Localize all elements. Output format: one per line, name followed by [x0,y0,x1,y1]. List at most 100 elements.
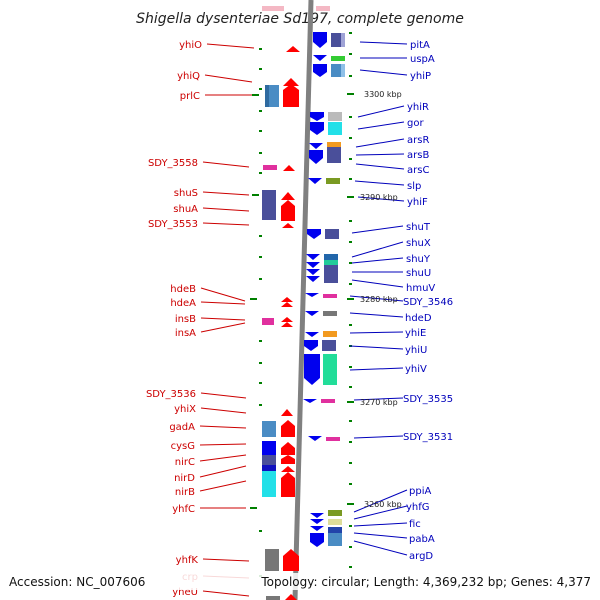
gene-label-yhiF: yhiF [407,197,428,208]
gene-yhiR-arrow [310,112,324,121]
gene-yhfK-arrow [283,549,299,571]
gene-label-arsB: arsB [407,150,429,161]
gene-label-yhfK: yhfK [176,555,199,566]
gene-label-yhiX: yhiX [174,404,196,415]
gene-SDY_3553-arrow [282,223,294,228]
gene-yhiV-block [323,354,337,385]
gene-label-nirD: nirD [174,473,195,484]
gene-yhiQ-arrow [283,78,299,86]
gene-hdeD-block [323,311,337,316]
gene-cysG-block [262,441,276,455]
scale-label-3260: 3260 kbp [364,500,402,509]
gene-label-hdeB: hdeB [170,284,196,295]
gene-arsR-arrow [309,143,323,149]
gene-label-prlC: prlC [180,91,200,102]
gene-shuU-block [324,265,338,283]
gene-yheU-block [266,596,280,600]
gene-SDY_3546-arrow [305,293,319,297]
gene-label-pitA: pitA [410,40,430,51]
gene-label-shuX: shuX [406,238,431,249]
gene-label-yhfC: yhfC [172,504,195,515]
gene-arsR-block [327,142,341,147]
gene-yhiU-block [322,340,336,351]
left-tick-marks [250,48,262,577]
gene-label-arsR: arsR [407,135,429,146]
gene-uspA-arrow [313,55,327,61]
gene-label-nirB: nirB [175,487,195,498]
genome-backbone [292,0,314,600]
gene-shuU-arrow [306,269,320,275]
gene-yhiP-arrow [313,64,327,77]
gene-nirD-arrow [281,466,295,472]
gene-label-arsC: arsC [407,165,429,176]
gene-label-SDY_3536: SDY_3536 [146,389,196,400]
gene-label-pabA: pabA [409,534,435,545]
gene-shuT-block [325,229,339,239]
scale-label-3280: 3280 kbp [360,295,398,304]
gene-yhfG-block [328,519,342,525]
gene-prlC-arrow [283,84,299,107]
gene-label-SDY_3531: SDY_3531 [403,432,453,443]
gene-label-yhiQ: yhiQ [177,71,200,82]
top-mark [316,6,330,11]
gene-gadA-block [262,421,276,437]
gene-hdeB-arrow [281,297,293,302]
map-title: Shigella dysenteriae Sd197, complete gen… [136,11,464,27]
gene-yhiE-block [323,331,337,337]
gene-SDY_3531-arrow [308,436,322,441]
gene-nirC-arrow [281,455,295,464]
gene-SDY_3535-arrow [303,399,317,403]
left-leader-lines [199,43,255,597]
gene-shuA-arrow [281,200,295,221]
gene-SDY_3558-block [263,165,277,170]
gene-label-SDY_3553: SDY_3553 [148,219,198,230]
gene-label-fic: fic [409,519,421,530]
gene-gadA-arrow [281,420,295,437]
gene-label-yhiO: yhiO [179,40,202,51]
gene-label-SDY_3558: SDY_3558 [148,158,198,169]
gene-label-gor: gor [407,118,424,129]
gene-yhiE-arrow [305,332,319,337]
gene-pabA-block [328,533,342,546]
gene-slp-block [326,178,340,184]
gene-label-ppiA: ppiA [409,486,431,497]
gene-label-yhiU: yhiU [405,345,427,356]
gene-shuX-block [324,254,338,260]
gene-label-hdeA: hdeA [170,298,196,309]
right-tick-marks [347,32,354,568]
gene-label-uspA: uspA [410,54,435,65]
gene-insB-arrow [281,317,293,322]
gene-yhfK-block [265,549,279,571]
gene-nirC-block [262,455,276,465]
gene-nirD-block [262,465,276,471]
gene-label-cysG: cysG [171,441,195,452]
gene-yhfG-arrow [310,519,324,524]
gene-prlC-block [265,85,269,107]
gene-pabA-arrow [310,533,324,547]
gene-fic-arrow [310,526,324,531]
gene-ppiA-block [328,510,342,516]
gene-SDY_3531-block [326,437,340,441]
gene-label-SDY_3535: SDY_3535 [403,394,453,405]
gene-yheU-arrow [285,594,297,600]
gene-shuS-block [262,190,276,220]
gene-label-SDY_3546: SDY_3546 [403,297,453,308]
accession-text: Accession: NC_007606 [9,575,145,589]
gene-shuY-arrow [306,262,320,268]
gene-shuS-arrow [281,192,295,200]
gene-pitA-arrow [313,32,327,48]
gene-yhiR-block [328,112,342,121]
gene-label-yhiE: yhiE [405,328,426,339]
gene-SDY_3535-block [321,399,335,403]
gene-hdeA-arrow [281,302,293,307]
gene-label-gadA: gadA [169,422,195,433]
gene-gor-arrow [310,122,324,135]
gene-label-shuA: shuA [173,204,198,215]
gene-label-shuY: shuY [406,254,431,265]
gene-label-yhiV: yhiV [405,364,427,375]
gene-insA-arrow [281,322,293,327]
gene-label-yhiR: yhiR [407,102,429,113]
gene-label-insA: insA [175,328,196,339]
gene-SDY_3558-arrow [283,165,295,171]
